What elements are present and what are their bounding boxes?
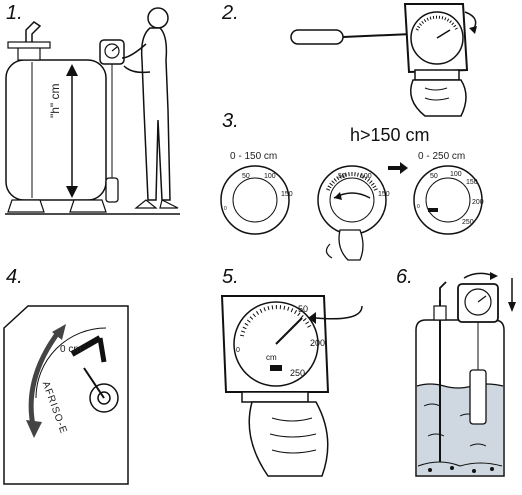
- step-number-1: 1.: [6, 2, 23, 24]
- panel-6-illustration: [415, 272, 516, 477]
- svg-text:0: 0: [417, 204, 420, 210]
- svg-text:100: 100: [264, 173, 276, 180]
- step-number-3: 3.: [222, 110, 239, 132]
- panel-2-adjust-gauge: [285, 0, 495, 120]
- height-label: "h" cm: [48, 83, 62, 118]
- svg-text:0: 0: [224, 206, 227, 212]
- range-small-label: 0 - 150 cm: [230, 151, 278, 162]
- panel-2-illustration: [290, 3, 477, 117]
- svg-text:50: 50: [298, 304, 308, 314]
- panel-1-illustration: [5, 7, 180, 215]
- svg-text:50: 50: [242, 173, 250, 180]
- svg-text:200: 200: [472, 199, 484, 206]
- panel-4-illustration: [3, 305, 129, 485]
- panel-5-illustration: 50 200 250 0 cm: [220, 295, 363, 477]
- panel-3-range-selection: 0 - 150 cm h>150 cm 0 - 250 cm 50 100 15…: [210, 118, 522, 266]
- svg-text:50: 50: [430, 173, 438, 180]
- step-number-5: 5.: [222, 266, 239, 288]
- svg-text:150: 150: [281, 191, 293, 198]
- panel-5-gauge-rotation: 50 200 250 0 cm: [212, 288, 392, 488]
- svg-text:150: 150: [466, 179, 478, 186]
- panel-1-measure-tank-height: "h" cm: [0, 0, 205, 230]
- step-number-2: 2.: [222, 2, 239, 24]
- svg-text:250: 250: [462, 219, 474, 226]
- svg-text:0: 0: [236, 347, 240, 354]
- step-number-4: 4.: [6, 266, 23, 288]
- step-number-6: 6.: [396, 266, 413, 288]
- condition-label: h>150 cm: [350, 125, 430, 145]
- zero-cm-label: 0 cm: [60, 344, 82, 355]
- panel-4-dial-closeup: 0 cm AFRISO-E: [0, 288, 130, 488]
- panel-6-installed-gauge: [400, 266, 522, 490]
- svg-text:50: 50: [338, 173, 346, 180]
- svg-text:100: 100: [360, 173, 372, 180]
- svg-text:150: 150: [378, 191, 390, 198]
- svg-text:200: 200: [310, 338, 325, 348]
- svg-text:250: 250: [290, 368, 305, 378]
- svg-text:100: 100: [450, 171, 462, 178]
- panel-3-dials: 50 100 150 0 50 100 150 50 100 150 200 2…: [220, 162, 484, 261]
- svg-text:cm: cm: [266, 353, 277, 362]
- range-large-label: 0 - 250 cm: [418, 151, 466, 162]
